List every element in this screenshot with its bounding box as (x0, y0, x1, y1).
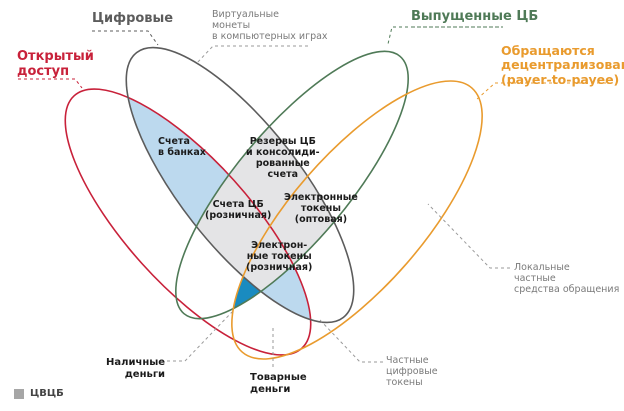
leader-cash (167, 311, 233, 362)
set-label-cb-issued: Выпущенные ЦБ (411, 9, 539, 24)
set-cb-issued-ellipse (175, 50, 409, 320)
leader-decentralized (475, 82, 612, 101)
set-label-digital: Цифровые (92, 11, 174, 26)
note-virtual-coins: Виртуальные монеты в компьютерных играх (212, 9, 328, 42)
leader-open-access (18, 78, 83, 89)
leader-local-private (427, 203, 510, 269)
region-label-cb-accounts-retail: Счета ЦБ (розничная) (205, 199, 272, 221)
set-label-open-access: Открытый доступ (17, 49, 94, 79)
legend-label: ЦВЦБ (30, 388, 64, 399)
leader-digital (92, 30, 159, 46)
region-label-e-tokens-wholesale: Электронные токены (оптовая) (284, 192, 358, 225)
set-label-decentralized: Обращаются децентрализованно (payer-to-p… (501, 43, 624, 87)
legend: ЦВЦБ (14, 388, 64, 399)
set-decentralized-ellipse (231, 80, 483, 360)
label-commodity-money: Товарные деньги (250, 372, 307, 395)
set-digital-ellipse (125, 46, 355, 324)
region-label-e-tokens-retail: Электрон- ные токены (розничная) (246, 240, 313, 273)
label-cash-money: Наличные деньги (106, 357, 166, 380)
leader-private-tokens (319, 319, 383, 363)
leader-cb-issued (387, 26, 503, 45)
leader-virtual-coins (195, 45, 308, 65)
region-label-cb-reserves: Резервы ЦБ и консолиди- рованные счета (246, 136, 320, 180)
note-local-private: Локальные частные средства обращения (514, 262, 620, 295)
region-label-bank-accounts: Счета в банках (158, 136, 206, 158)
legend-swatch (14, 388, 24, 399)
note-private-tokens: Частные цифровые токены (386, 355, 438, 388)
